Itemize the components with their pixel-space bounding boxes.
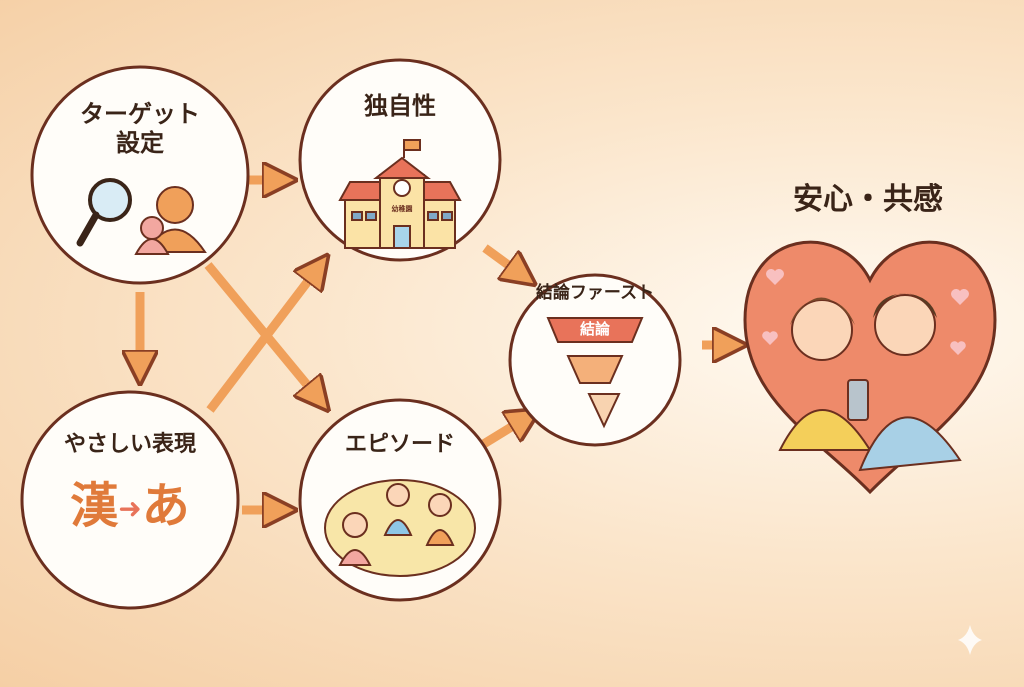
goal-title: 安心・共感 xyxy=(793,182,943,217)
target-label: ターゲット 設定 xyxy=(80,100,200,158)
arrow-episode-to-conclusion xyxy=(479,418,526,449)
plain-language-label: やさしい表現 xyxy=(63,432,197,457)
children-bubble-icon xyxy=(324,479,476,577)
heart-couple-illustration xyxy=(743,240,997,495)
funnel-top-label: 結論 xyxy=(579,320,611,338)
target-label-line1: ターゲット xyxy=(80,100,200,128)
magnifier-people-icon xyxy=(76,178,207,255)
funnel-top-layer xyxy=(546,317,644,343)
kana-glyph: あ xyxy=(141,478,190,534)
arrow-plain-to-uniqueness xyxy=(206,268,318,413)
uniqueness-label: 独自性 xyxy=(364,92,436,120)
funnel-diagram xyxy=(546,317,644,429)
funnel-middle-layer xyxy=(566,355,624,384)
kanji-to-kana: 漢➜あ xyxy=(70,478,190,536)
kanji-glyph: 漢 xyxy=(70,478,119,534)
arrow-right-icon: ➜ xyxy=(118,492,142,526)
school-icon xyxy=(338,139,462,249)
arrow-target-to-episode xyxy=(204,262,318,398)
target-label-line2: 設定 xyxy=(116,128,164,157)
school-sign: 幼稚園 xyxy=(391,205,413,213)
sparkle-icon xyxy=(958,625,982,655)
conclusion-first-label: 結論ファースト xyxy=(535,283,655,303)
arrow-uniqueness-to-conclusion xyxy=(482,244,522,275)
funnel-bottom-layer xyxy=(587,393,621,429)
episode-label: エピソード xyxy=(344,432,456,457)
node-plain-circle xyxy=(20,390,240,610)
